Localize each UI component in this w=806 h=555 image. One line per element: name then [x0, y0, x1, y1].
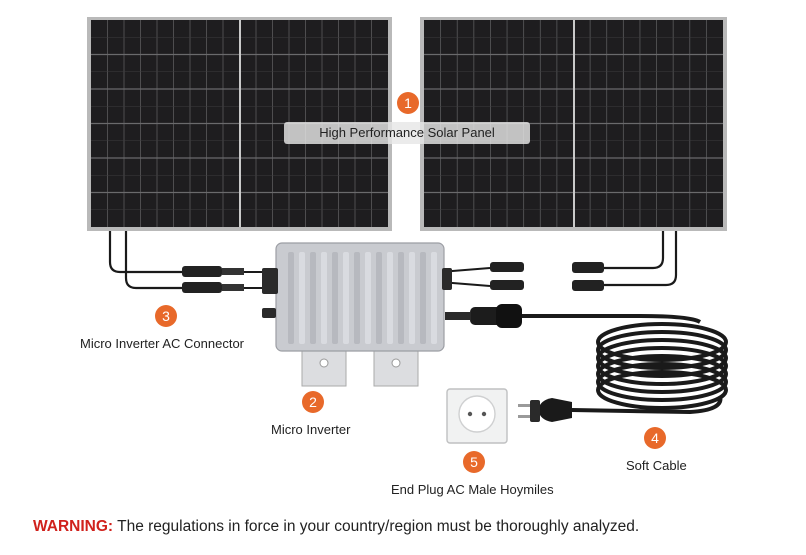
heat-fin [299, 252, 305, 344]
heat-fin [332, 252, 338, 344]
right-cable-b [604, 231, 678, 287]
coil-loop [596, 370, 728, 410]
wall-socket [446, 388, 508, 444]
bracket-hole [391, 358, 401, 368]
connector-label: Micro Inverter AC Connector [80, 336, 245, 351]
plug-label: End Plug AC Male Hoymiles [391, 482, 554, 497]
coil-loop [596, 362, 728, 402]
cable-label: Soft Cable [626, 458, 687, 473]
inverter-right-connectors [439, 262, 524, 290]
heat-fin [354, 252, 360, 344]
heat-fin [409, 252, 415, 344]
heat-fin [387, 252, 393, 344]
soft-cable-coil [522, 314, 728, 415]
cable-lead [522, 314, 702, 324]
coil-loop [596, 338, 728, 378]
inverter-port [262, 308, 276, 318]
inverter-fins [288, 252, 437, 344]
coil-loop [596, 354, 728, 394]
left-cable-b [124, 231, 182, 290]
bracket-hole [319, 358, 329, 368]
panel-cables [108, 231, 678, 290]
connector-body [572, 280, 604, 291]
right-dc-connectors [572, 262, 604, 291]
panel-number-badge: 1 [397, 92, 419, 114]
inverter-number-badge: 2 [302, 391, 324, 413]
warning-notice: WARNING: The regulations in force in you… [33, 518, 639, 536]
micro-inverter [262, 242, 452, 387]
coil-loop [596, 330, 728, 370]
inverter-port [262, 268, 278, 294]
cable-number-badge: 4 [644, 427, 666, 449]
plug-pin [518, 404, 530, 407]
socket-hole [481, 411, 487, 417]
connector-body [222, 284, 244, 291]
coil-loop [596, 322, 728, 362]
heat-fin [321, 252, 327, 344]
heat-fin [310, 252, 316, 344]
plug-face [530, 400, 540, 422]
heat-fin [376, 252, 382, 344]
connector-body [222, 268, 244, 275]
right-solar-panel [420, 17, 727, 231]
plug-pin [518, 415, 530, 418]
connector-body [490, 280, 524, 290]
connector-body [572, 262, 604, 273]
heat-fin [420, 252, 426, 344]
left-cable-a [108, 231, 182, 274]
ac-connector-ring [496, 304, 522, 328]
cable-tail [571, 395, 723, 415]
socket-ring [458, 395, 496, 433]
connector-body [182, 282, 222, 293]
heat-fin [398, 252, 404, 344]
connector-body [182, 266, 222, 277]
plug-number-badge: 5 [463, 451, 485, 473]
left-dc-connectors [182, 266, 262, 293]
inverter-label: Micro Inverter [271, 422, 351, 437]
ac-connector [445, 304, 522, 328]
heat-fin [288, 252, 294, 344]
connector-number-badge: 3 [155, 305, 177, 327]
inverter-port [442, 268, 452, 290]
right-cable-a [604, 231, 665, 270]
heat-fin [431, 252, 437, 344]
schuko-plug [518, 398, 572, 422]
panel-label: High Performance Solar Panel [284, 122, 530, 144]
coil-loop [596, 346, 728, 386]
warning-key: WARNING: [33, 518, 114, 535]
socket-hole [467, 411, 473, 417]
connector-body [490, 262, 524, 272]
heat-fin [343, 252, 349, 344]
warning-text: The regulations in force in your country… [113, 518, 640, 535]
plug-body [538, 398, 572, 422]
ac-connector-neck [445, 312, 471, 320]
heat-fin [365, 252, 371, 344]
